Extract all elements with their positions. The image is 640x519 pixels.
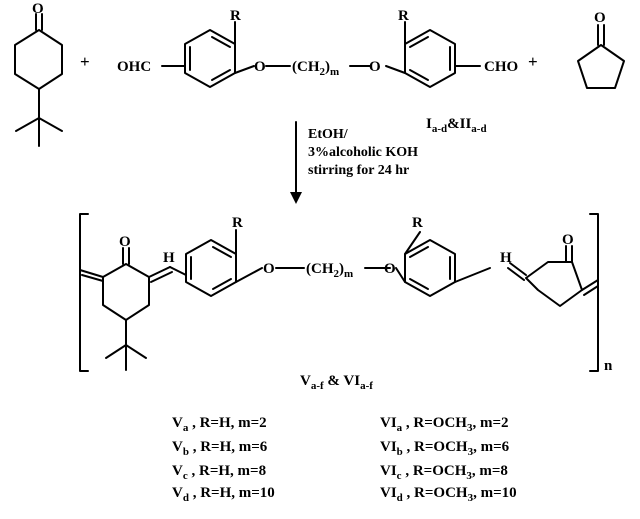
product-ketone-oxygen-left: O [119, 234, 131, 250]
ketone-oxygen-label: O [32, 1, 44, 17]
compound-entry-vi-c: VIc , R=OCH3, m=8 [380, 463, 508, 482]
dialdehyde-reactant: OHC CHO R R O O (CH2)m [117, 8, 518, 88]
product-ether-oxygen-right: O [384, 261, 396, 277]
reaction-arrow [290, 121, 302, 204]
product-ketone-oxygen-right: O [562, 232, 574, 248]
r-substituent-left: R [230, 8, 241, 24]
repeat-unit-n: n [604, 358, 613, 374]
vinyl-hydrogen-left: H [163, 250, 175, 266]
tert-butylcyclohexanone: O [14, 1, 63, 147]
ether-oxygen-left: O [254, 59, 266, 75]
product-polymer: O O H H R R O O (CH2)m n [79, 213, 613, 374]
product-r-right: R [412, 215, 423, 231]
cyclopentanone-oxygen: O [594, 10, 606, 26]
compound-entry-vi-b: VIb , R=OCH3, m=6 [380, 439, 510, 458]
product-series-label: Va-f & VIa-f [300, 373, 373, 392]
left-cho-label: OHC [117, 59, 151, 75]
compound-entry-vi-d: VId , R=OCH3, m=10 [380, 485, 517, 504]
ether-oxygen-right: O [369, 59, 381, 75]
plus-sign-2: + [528, 52, 538, 71]
vinyl-hydrogen-right: H [500, 250, 512, 266]
compound-entry-v-c: Vc , R=H, m=8 [172, 463, 266, 482]
compound-list: Va , R=H, m=2Vb , R=H, m=6Vc , R=H, m=8V… [172, 415, 517, 504]
product-methylene-chain: (CH2)m [306, 261, 353, 280]
condition-base: 3%alcoholic KOH [308, 145, 418, 160]
compound-entry-v-d: Vd , R=H, m=10 [172, 485, 275, 504]
methylene-chain-label: (CH2)m [292, 59, 339, 78]
r-substituent-right: R [398, 8, 409, 24]
condition-time: stirring for 24 hr [308, 163, 409, 178]
compound-entry-vi-a: VIa , R=OCH3, m=2 [380, 415, 509, 434]
product-ether-oxygen-left: O [263, 261, 275, 277]
reactant-series-label: Ia-d&IIa-d [426, 116, 487, 135]
right-cho-label: CHO [484, 59, 518, 75]
plus-sign-1: + [80, 52, 90, 71]
compound-entry-v-b: Vb , R=H, m=6 [172, 439, 268, 458]
compound-entry-v-a: Va , R=H, m=2 [172, 415, 267, 434]
cyclopentanone: O [577, 10, 625, 89]
product-r-left: R [232, 215, 243, 231]
condition-solvent: EtOH/ [308, 127, 349, 142]
